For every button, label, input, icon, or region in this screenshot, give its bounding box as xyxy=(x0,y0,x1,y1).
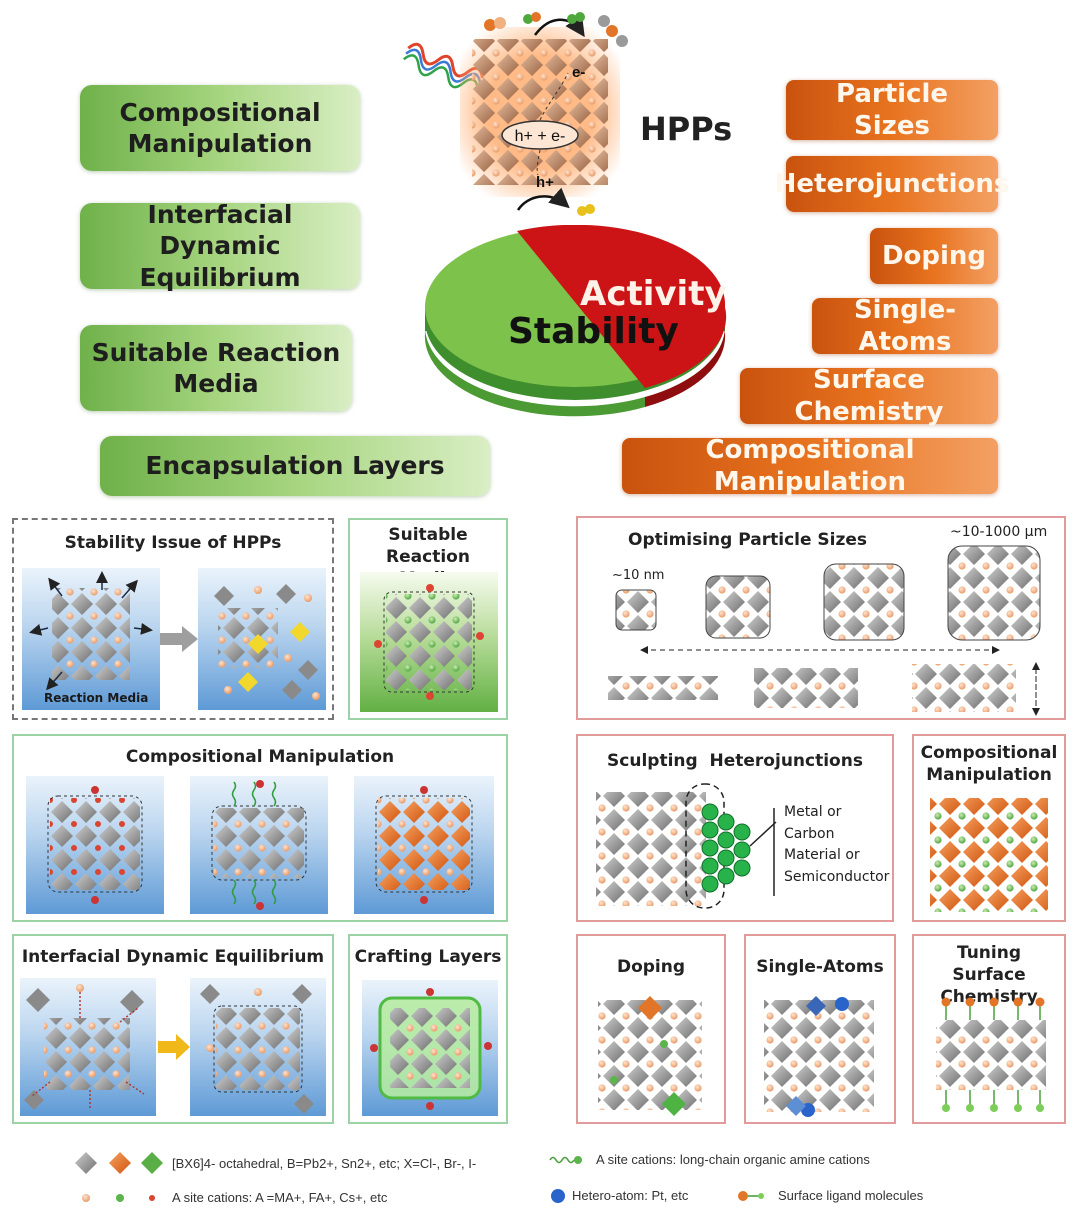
hpps-label: HPPs xyxy=(640,110,733,148)
pie-red-slice xyxy=(517,225,727,388)
comp-tile-3 xyxy=(354,776,494,914)
annotation-line: Semiconductor xyxy=(784,869,890,886)
panel-title: Compositional Manipulation xyxy=(920,743,1058,786)
panel-title: Single-Atoms xyxy=(756,957,884,977)
hole-label: h+ xyxy=(536,174,554,191)
legend-a-site: A site cations: A =MA+, FA+, Cs+, etc xyxy=(172,1190,388,1205)
panel-compositional-left: Compositional Manipulation xyxy=(12,734,508,922)
crafting-tile xyxy=(362,980,498,1116)
green-media-tile xyxy=(360,572,498,712)
legend-long-chain: A site cations: long-chain organic amine… xyxy=(596,1152,870,1167)
heterojunction-annotation: Metal or Carbon Material or Semiconducto… xyxy=(784,802,889,889)
interfacial-tile-2 xyxy=(190,978,326,1116)
panel-title: Optimising Particle Sizes xyxy=(628,530,868,550)
stability-label: Stability xyxy=(508,311,679,352)
panel-interfacial: Interfacial Dynamic Equilibrium xyxy=(12,934,334,1124)
interfacial-tile-1 xyxy=(20,978,156,1116)
annotation-line: Metal or xyxy=(784,804,842,820)
panel-compositional-right: Compositional Manipulation xyxy=(912,734,1066,922)
panel-single-atoms: Single-Atoms xyxy=(744,934,896,1124)
annotation-line: Material or xyxy=(784,847,860,864)
reaction-media-label: Reaction Media xyxy=(44,691,149,705)
legend-ligand: Surface ligand molecules xyxy=(778,1188,924,1203)
stability-activity-pie: Stability Activity xyxy=(420,225,730,420)
pill-compositional-manipulation: Compositional Manipulation xyxy=(80,85,360,171)
panel-surface-chemistry: Tuning Surface Chemistry xyxy=(912,934,1066,1124)
orange-octahedron-icon xyxy=(109,1152,131,1174)
panel-title: Tuning Surface Chemistry xyxy=(940,943,1038,1008)
small-size-label: ~10 nm xyxy=(612,568,665,583)
panel-crafting-layers: Crafting Layers xyxy=(348,934,508,1124)
electron-label: e- xyxy=(572,64,585,81)
panel-title: Compositional Manipulation xyxy=(125,747,395,767)
pill-heterojunctions: Heterojunctions xyxy=(775,156,1009,212)
gray-octahedron-icon xyxy=(75,1152,97,1174)
annotation-line: Carbon xyxy=(784,825,835,842)
reaction-media-tile: Reaction Media xyxy=(22,568,160,710)
pill-suitable-reaction-media: Suitable Reaction Media xyxy=(80,325,352,411)
panel-title: Crafting Layers xyxy=(354,947,502,967)
large-size-label: ~10-1000 μm xyxy=(950,524,1048,540)
pill-compositional-manipulation-right: Compositional Manipulation xyxy=(622,435,998,497)
red-cation-icon xyxy=(149,1195,155,1201)
hpp-illustration: h+ + e- e- h+ xyxy=(400,5,660,220)
degraded-tile xyxy=(198,568,326,710)
pill-doping: Doping xyxy=(870,228,998,284)
hpp-crystal xyxy=(472,39,608,185)
panel-title: Stability Issue of HPPs xyxy=(64,533,282,553)
panel-title: Interfacial Dynamic Equilibrium xyxy=(21,947,325,967)
pill-single-atoms: Single-Atoms xyxy=(812,295,998,357)
panel-heterojunctions: Sculpting Heterojunctions Metal or Carbo… xyxy=(576,734,894,922)
ligand-icon xyxy=(738,1191,748,1201)
panel-title: Doping xyxy=(616,957,686,977)
peach-cation-icon xyxy=(82,1194,90,1202)
pill-surface-chemistry: Surface Chemistry xyxy=(740,365,998,427)
equilibrium-arrow-icon xyxy=(158,1034,190,1060)
panel-doping: Doping xyxy=(576,934,726,1124)
charge-pair-label: h+ + e- xyxy=(515,128,566,145)
panel-stability-issue: Stability Issue of HPPs Reaction Media xyxy=(12,518,334,720)
panel-particle-sizes: Optimising Particle Sizes ~10 nm ~10-100… xyxy=(576,516,1066,720)
pill-particle-sizes: Particle Sizes xyxy=(786,79,998,141)
hetero-atom-icon xyxy=(551,1189,565,1203)
panel-title: Sculpting Heterojunctions xyxy=(607,751,863,771)
legend-hetero: Hetero-atom: Pt, etc xyxy=(572,1188,689,1203)
long-chain-icon xyxy=(549,1156,575,1164)
legend: [BX6]4- octahedral, B=Pb2+, Sn2+, etc; X… xyxy=(0,1140,1080,1222)
activity-label: Activity xyxy=(580,274,727,314)
pill-encapsulation-layers: Encapsulation Layers xyxy=(100,436,490,496)
green-octahedron-icon xyxy=(141,1152,163,1174)
comp-tile-1 xyxy=(26,776,164,914)
green-cation-icon xyxy=(116,1194,124,1202)
panel-suitable-reaction-media: Suitable Reaction Media xyxy=(348,518,508,720)
legend-octahedral: [BX6]4- octahedral, B=Pb2+, Sn2+, etc; X… xyxy=(172,1156,477,1171)
pill-interfacial-dynamic-equilibrium: Interfacial Dynamic Equilibrium xyxy=(80,200,360,292)
degradation-arrow-icon xyxy=(160,626,198,652)
comp-tile-2 xyxy=(190,776,328,914)
